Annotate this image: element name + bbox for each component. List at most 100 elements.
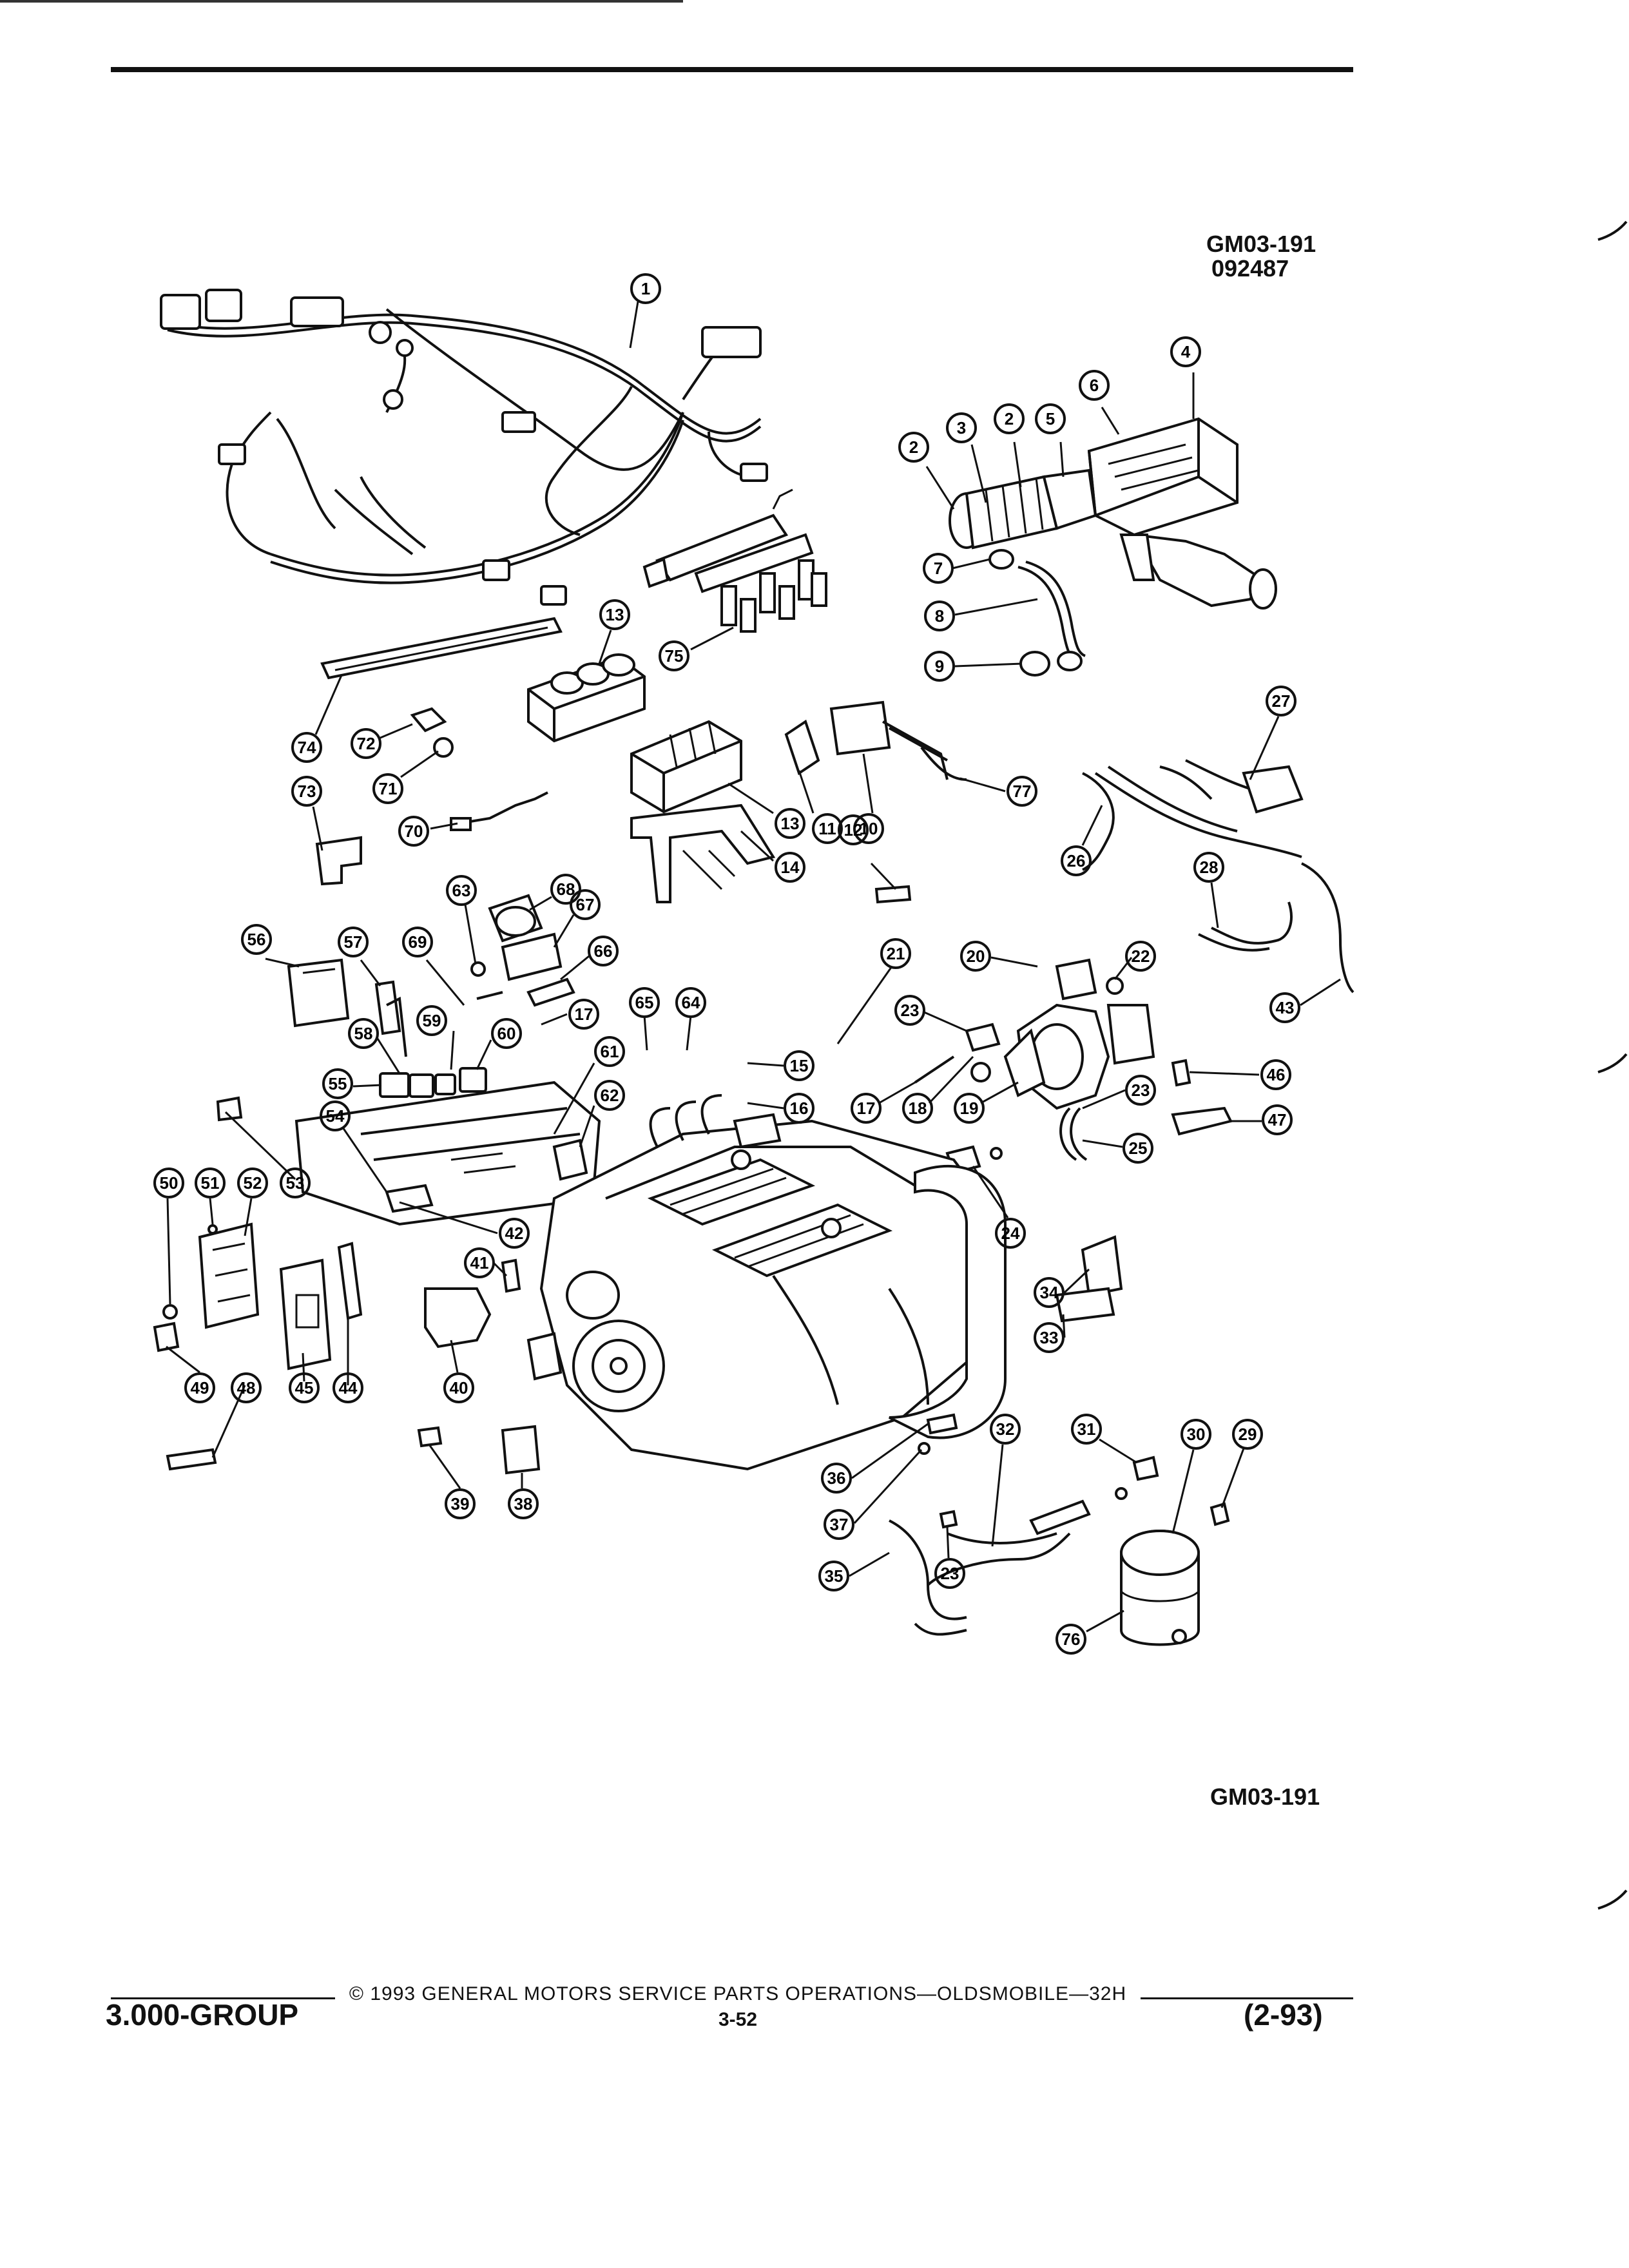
- revision-date: (2-93): [1244, 1998, 1323, 2032]
- svg-text:30: 30: [1187, 1425, 1206, 1444]
- svg-text:68: 68: [557, 879, 575, 899]
- callout-49: 49: [184, 1372, 215, 1403]
- callout-34: 34: [1034, 1277, 1065, 1308]
- callout-22: 22: [1125, 941, 1156, 972]
- svg-text:34: 34: [1040, 1283, 1059, 1302]
- callout-28: 28: [1193, 852, 1224, 883]
- svg-text:57: 57: [344, 932, 363, 952]
- svg-text:41: 41: [470, 1253, 489, 1273]
- callout-48: 48: [231, 1372, 262, 1403]
- callout-20: 20: [960, 941, 991, 972]
- svg-text:18: 18: [909, 1099, 927, 1118]
- svg-text:63: 63: [452, 881, 471, 900]
- callout-51: 51: [195, 1168, 226, 1198]
- svg-text:70: 70: [405, 822, 423, 841]
- header-rule: [111, 67, 1353, 72]
- svg-text:13: 13: [606, 605, 624, 624]
- ecm-module: [153, 1222, 363, 1471]
- callout-56: 56: [241, 924, 272, 955]
- vacuum-lines: [889, 1499, 1091, 1636]
- callout-59: 59: [416, 1005, 447, 1036]
- svg-text:52: 52: [244, 1173, 262, 1193]
- svg-text:1: 1: [641, 279, 650, 298]
- svg-text:24: 24: [1001, 1224, 1020, 1243]
- callout-44: 44: [333, 1372, 363, 1403]
- callout-13: 13: [599, 599, 630, 630]
- page-number: 3-52: [718, 2009, 758, 2030]
- svg-text:20: 20: [967, 947, 985, 966]
- callout-75: 75: [659, 640, 689, 671]
- callout-16: 16: [784, 1093, 815, 1124]
- svg-text:59: 59: [423, 1011, 441, 1030]
- fuel-lines: [1082, 759, 1354, 994]
- callout-15: 15: [784, 1050, 815, 1081]
- svg-text:23: 23: [1132, 1081, 1150, 1100]
- callout-4: 4: [1170, 336, 1201, 367]
- svg-text:31: 31: [1077, 1419, 1096, 1439]
- callout-31: 31: [1071, 1414, 1102, 1445]
- diagram-code-bottom: GM03-191: [1210, 1783, 1320, 1810]
- svg-text:32: 32: [996, 1419, 1015, 1439]
- svg-text:10: 10: [860, 819, 878, 838]
- throttle-body: [914, 958, 1155, 1110]
- callout-70: 70: [398, 816, 429, 847]
- footer-group: 3.000-GROUP: [106, 1998, 299, 2032]
- callout-33: 33: [1034, 1322, 1065, 1353]
- callout-66: 66: [588, 936, 619, 966]
- callout-27: 27: [1266, 686, 1296, 716]
- callout-24: 24: [995, 1218, 1026, 1249]
- footer-rule-right: [1141, 1997, 1353, 1999]
- callout-72: 72: [351, 728, 381, 759]
- callout-63: 63: [446, 875, 477, 906]
- callout-39: 39: [445, 1488, 476, 1519]
- callout-17: 17: [568, 999, 599, 1030]
- leader-lines: [166, 301, 1341, 1633]
- svg-text:77: 77: [1013, 782, 1032, 801]
- svg-text:12: 12: [844, 820, 863, 840]
- svg-text:9: 9: [935, 657, 944, 676]
- callout-35: 35: [818, 1561, 849, 1591]
- svg-text:29: 29: [1239, 1425, 1257, 1444]
- svg-text:67: 67: [576, 895, 595, 914]
- svg-text:58: 58: [354, 1024, 373, 1043]
- callout-1: 1: [630, 273, 661, 304]
- svg-text:66: 66: [594, 941, 613, 961]
- callout-47: 47: [1262, 1104, 1293, 1135]
- callout-2: 2: [898, 432, 929, 463]
- svg-text:65: 65: [635, 993, 654, 1012]
- svg-text:3: 3: [957, 418, 966, 437]
- svg-text:46: 46: [1267, 1065, 1286, 1084]
- wiring-harness: [160, 289, 768, 606]
- callout-37: 37: [824, 1509, 854, 1540]
- svg-text:40: 40: [450, 1378, 468, 1398]
- callout-55: 55: [322, 1068, 353, 1099]
- ignition-module: [630, 720, 776, 903]
- coil-pack: [527, 653, 646, 743]
- callout-29: 29: [1232, 1419, 1263, 1450]
- callout-7: 7: [923, 553, 954, 584]
- vent-hose: [988, 549, 1086, 677]
- svg-text:28: 28: [1200, 858, 1219, 877]
- svg-text:25: 25: [1129, 1139, 1148, 1158]
- callout-38: 38: [508, 1488, 539, 1519]
- svg-text:35: 35: [825, 1566, 843, 1586]
- callout-17: 17: [851, 1093, 882, 1124]
- callout-62: 62: [594, 1080, 625, 1111]
- svg-text:33: 33: [1040, 1328, 1059, 1347]
- svg-text:42: 42: [505, 1224, 524, 1243]
- footer-rule-left: [111, 1997, 335, 1999]
- callout-40: 40: [443, 1372, 474, 1403]
- svg-text:23: 23: [901, 1001, 920, 1020]
- svg-text:6: 6: [1090, 376, 1099, 395]
- svg-text:53: 53: [286, 1173, 305, 1193]
- svg-text:15: 15: [790, 1056, 809, 1075]
- svg-text:7: 7: [934, 559, 943, 578]
- callout-45: 45: [289, 1372, 320, 1403]
- canister: [1115, 1456, 1230, 1646]
- sensors-middle: [287, 894, 575, 1057]
- svg-text:36: 36: [827, 1468, 846, 1488]
- svg-text:75: 75: [665, 646, 684, 666]
- callout-58: 58: [348, 1018, 379, 1049]
- callout-9: 9: [924, 651, 955, 682]
